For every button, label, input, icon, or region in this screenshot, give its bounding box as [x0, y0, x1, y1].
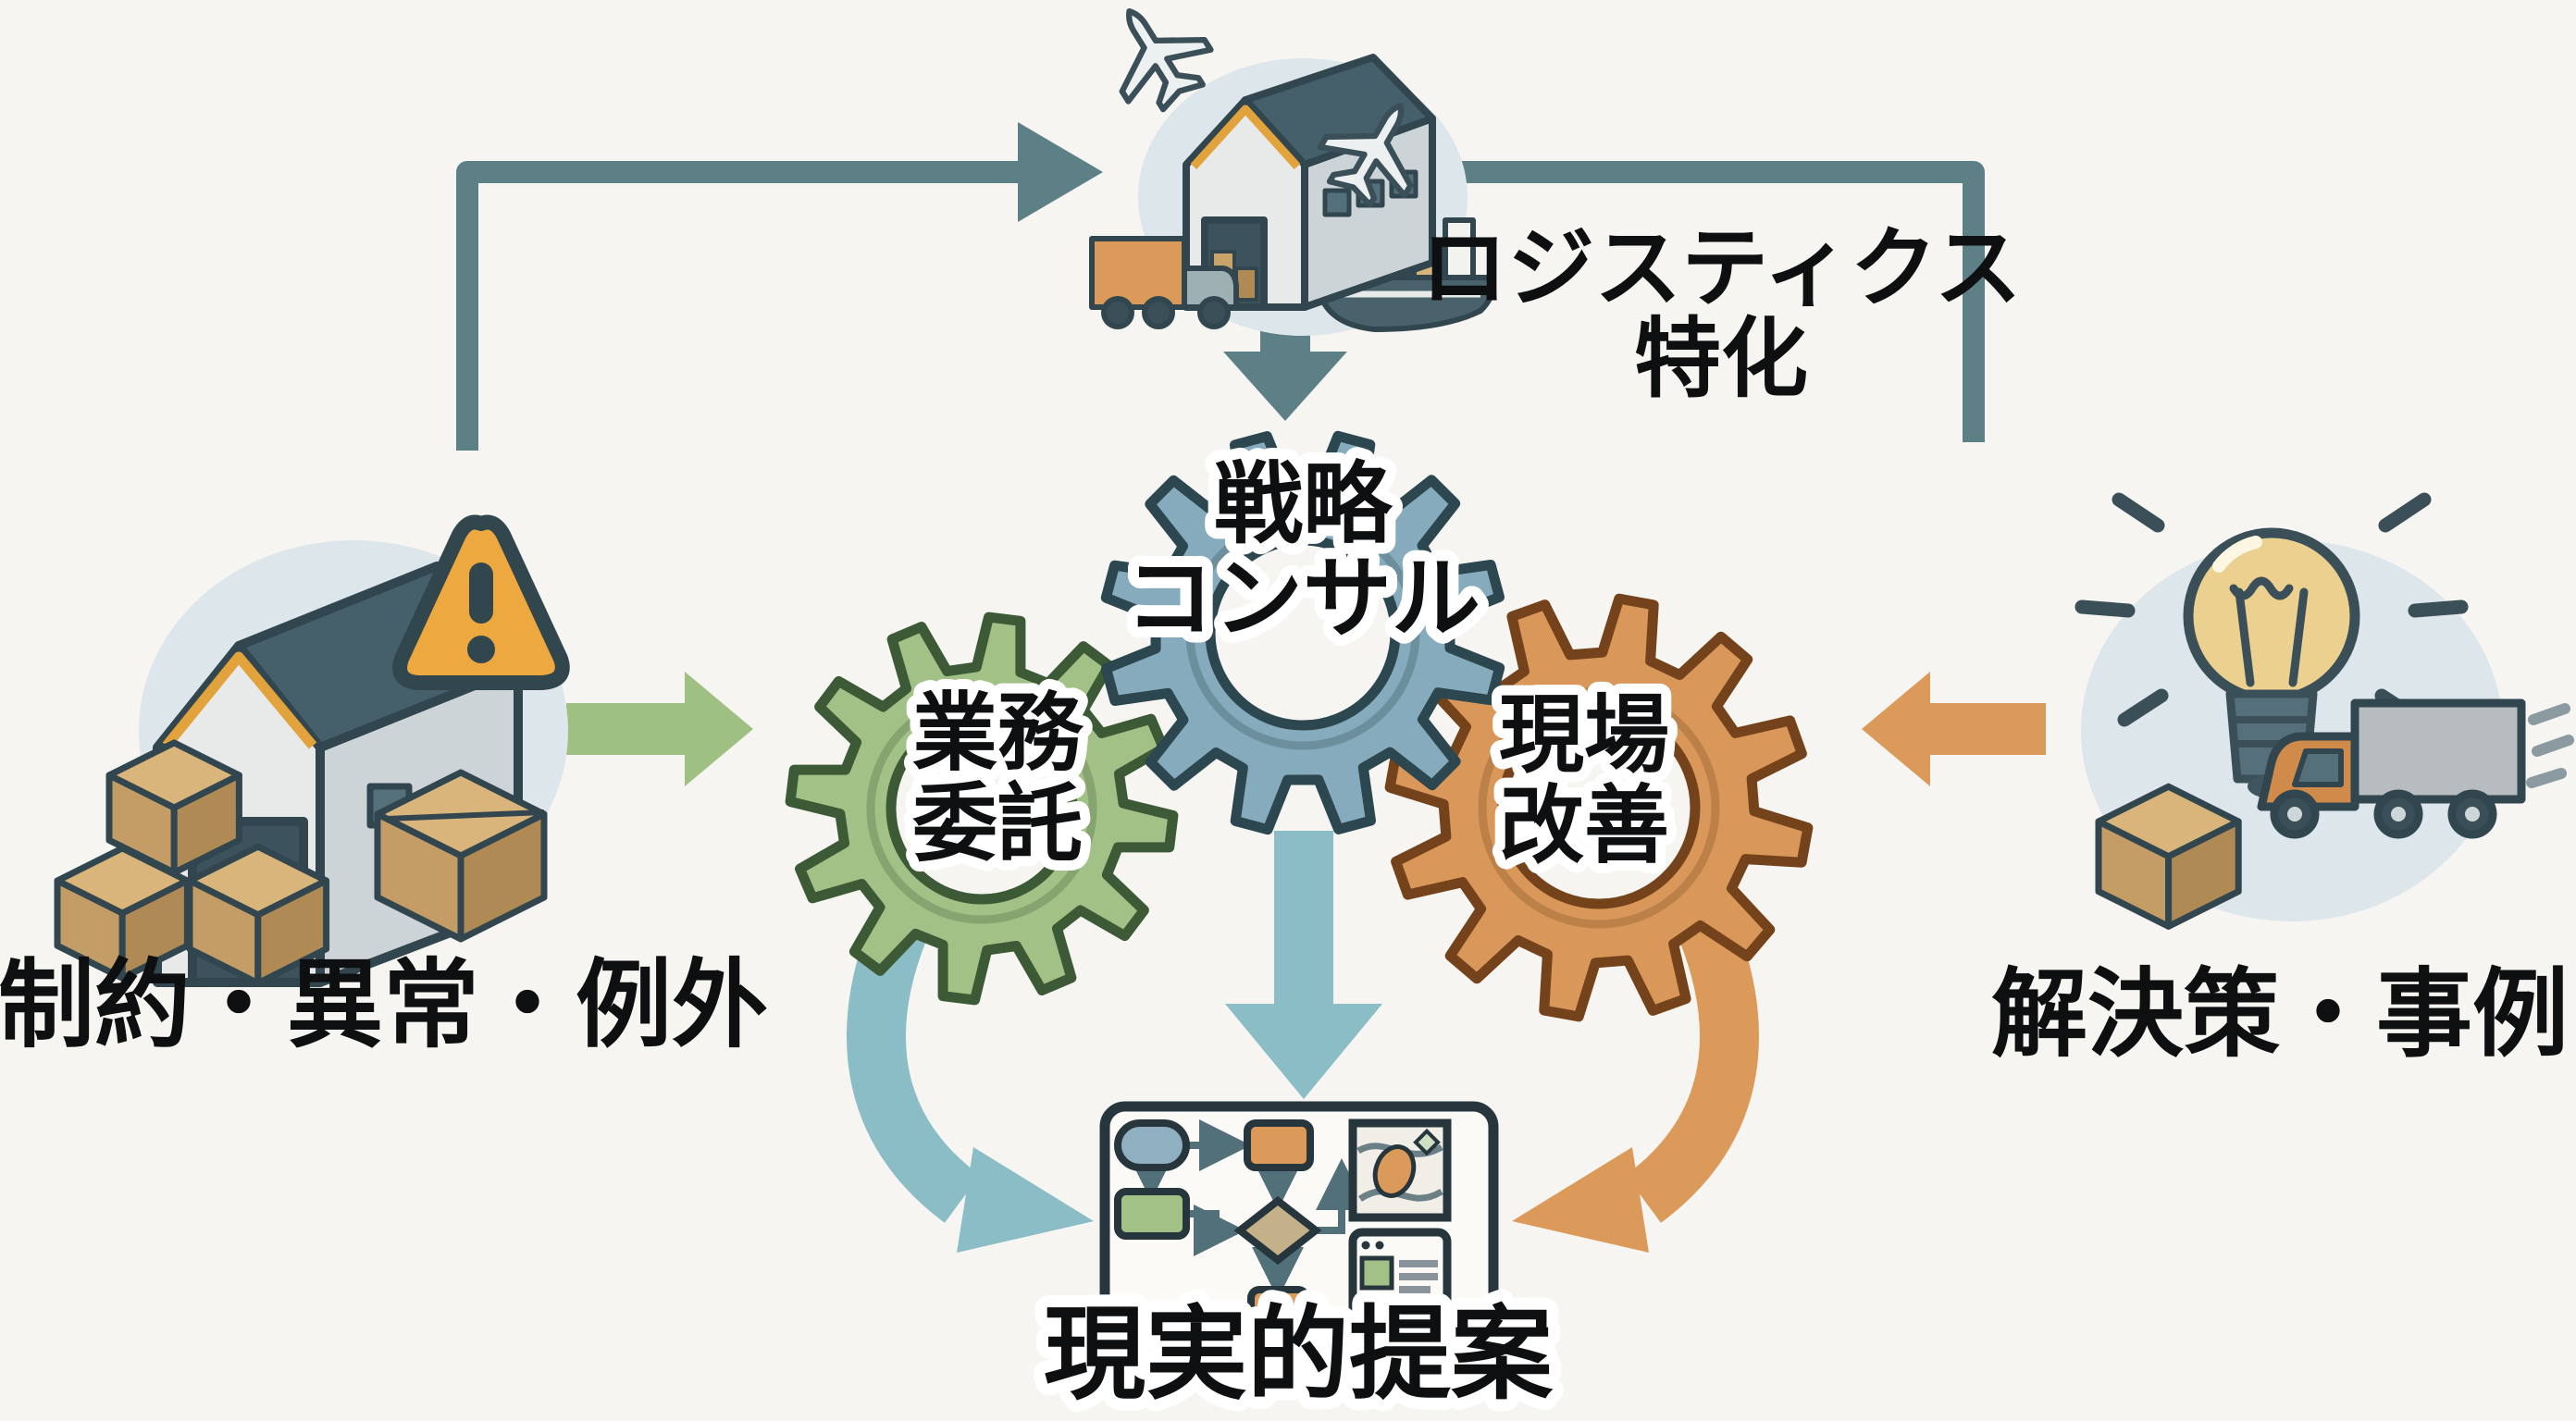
right-input-label: 解決策・事例 — [1991, 961, 2569, 1069]
right-elbow-arrow — [1410, 161, 1985, 442]
left-input-arrow — [566, 672, 753, 786]
warehouse-alert-icon — [54, 514, 570, 987]
warning-triangle-icon — [392, 514, 570, 690]
gear-kaizen-label-line1: 現場 — [1499, 688, 1669, 783]
labels: ロジスティクス 特化 戦略 コンサル 業務 委託 現場 改善 制約・異常・例外 … — [0, 219, 2569, 1421]
document-thumbnail — [1348, 1228, 1452, 1337]
speed-lines — [2526, 703, 2574, 788]
gear-outsourcing-label-line1: 業務 — [912, 686, 1084, 781]
cargo-truck-icon — [1089, 236, 1239, 329]
box-icon — [186, 843, 330, 987]
gear-strategy-label-line1: 戦略 — [1214, 455, 1393, 554]
gear-outsourcing-label-line2: 委託 — [912, 777, 1083, 871]
hub-down-arrow — [1223, 278, 1347, 421]
flow-orange-step — [1244, 1119, 1314, 1171]
logistics-hub-icon — [1088, 0, 1496, 336]
box-icon — [2095, 783, 2242, 930]
flowchart-icon — [1099, 1101, 1499, 1360]
gear-strategy-label-line2: コンサル — [1125, 550, 1480, 649]
delivery-truck-icon — [2257, 698, 2526, 839]
flow-green-step — [1114, 1188, 1190, 1240]
gear-outsourcing-inner-ring — [866, 693, 1097, 924]
gear-kaizen-label-line2: 改善 — [1499, 779, 1669, 873]
flow-start-oval — [1114, 1119, 1190, 1171]
boxes-icon — [54, 739, 548, 987]
right-curved-arrowhead — [1512, 1147, 1649, 1253]
boxes-icon — [2095, 783, 2242, 930]
flow-bottom-step — [1247, 1286, 1310, 1334]
left-elbow-arrow — [456, 161, 1029, 451]
lightbulb-rays — [2074, 492, 2469, 727]
hub-label-line1: ロジスティクス — [1420, 219, 2022, 316]
left-elbow-arrowhead — [1018, 122, 1103, 222]
center-flow-arrow — [1225, 831, 1382, 1099]
lightbulb-icon — [2183, 527, 2360, 798]
gear-strategy-icon — [1100, 430, 1505, 835]
output-label: 現実的提案 — [1044, 1298, 1554, 1412]
right-curved-arrow — [1625, 885, 1759, 1223]
flow-decision-diamond — [1233, 1195, 1322, 1266]
lightbulb-truck-icon — [2074, 492, 2574, 930]
gear-strategy-inner-ring — [1185, 515, 1420, 750]
box-icon — [374, 769, 548, 943]
right-input-arrow — [1862, 672, 2046, 786]
map-thumbnail — [1348, 1118, 1452, 1222]
gear-outsourcing-icon — [785, 612, 1179, 1006]
hub-label-line2: 特化 — [1634, 310, 1808, 407]
left-curved-arrowhead — [957, 1147, 1094, 1253]
gear-kaizen-inner-ring — [1478, 686, 1720, 929]
left-input-label: 制約・異常・例外 — [0, 952, 768, 1059]
gears-group — [785, 430, 1814, 1022]
